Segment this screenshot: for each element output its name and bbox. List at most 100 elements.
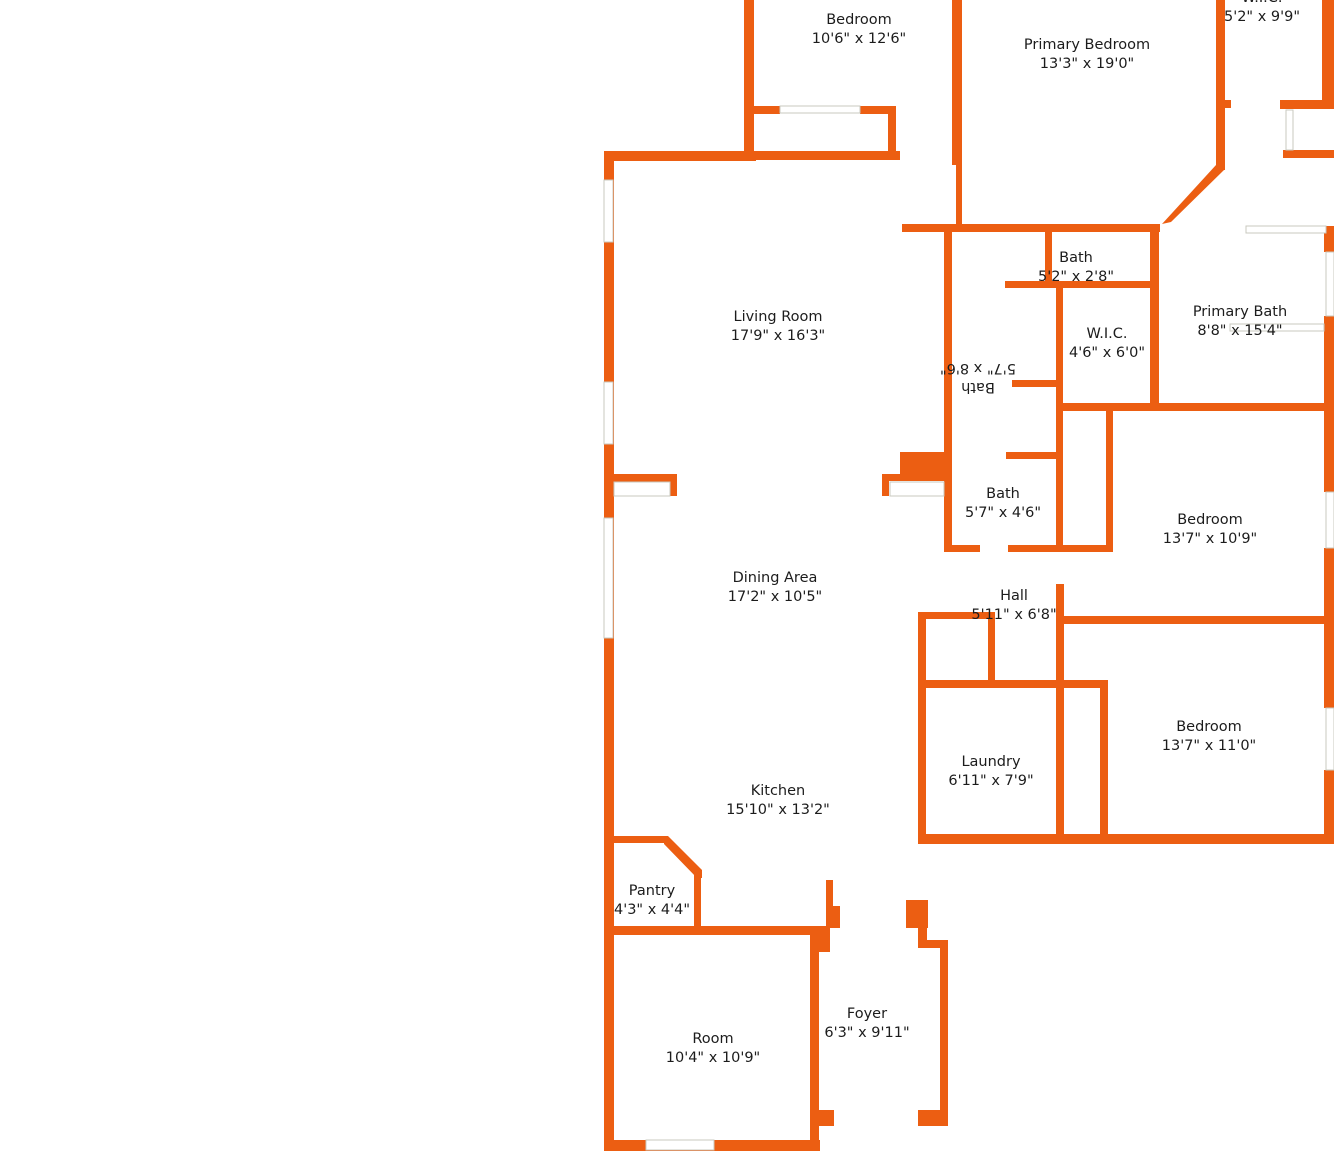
room-label-bath-small: Bath 5'2" x 2'8" [1038, 249, 1114, 287]
window [889, 481, 945, 497]
room-name: Bedroom [826, 12, 892, 28]
room-name: Primary Bath [1192, 304, 1288, 320]
room-label-bedroom-right-lower: Bedroom 13'7" x 11'0" [1162, 718, 1256, 756]
room-dimensions: 5'2" x 9'9" [1223, 9, 1301, 25]
room-label-bath-lower: Bath 5'7" x 4'6" [965, 485, 1041, 523]
wall [956, 160, 962, 228]
room-dimensions: 5'7" x 4'6" [964, 505, 1042, 521]
room-name: Bedroom [1176, 719, 1242, 735]
room-dimensions: 6'3" x 9'11" [824, 1025, 910, 1041]
wall [1150, 228, 1159, 408]
room-label-kitchen: Kitchen 15'10" x 13'2" [726, 782, 830, 820]
wall [918, 1110, 948, 1126]
wall [860, 106, 896, 114]
room-label-pantry: Pantry 4'3" x 4'4" [614, 882, 690, 920]
wall [604, 151, 614, 1151]
wall [1216, 0, 1225, 170]
room-name: Bath [1059, 250, 1093, 266]
room-dimensions: 8'8" x 15'4" [1197, 323, 1283, 339]
room-dimensions: 4'3" x 4'4" [613, 902, 691, 918]
wall [1162, 165, 1224, 224]
window [1245, 225, 1327, 234]
wall [744, 0, 754, 160]
wall [1005, 281, 1155, 288]
room-dimensions: 4'6" x 6'0" [1068, 345, 1146, 361]
windows [603, 105, 1334, 1151]
wall [1060, 616, 1334, 624]
room-label-living-room: Living Room 17'9" x 16'3" [731, 308, 825, 346]
room-dimensions: 10'6" x 12'6" [811, 31, 907, 47]
wall [952, 0, 962, 165]
wall [810, 1110, 834, 1126]
wall [882, 474, 946, 481]
room-name: Room [692, 1031, 734, 1047]
wall [1056, 286, 1063, 546]
room-dimensions: 6'11" x 7'9" [948, 773, 1034, 789]
room-label-bedroom-right-upper: Bedroom 13'7" x 10'9" [1163, 511, 1257, 549]
wall [810, 930, 819, 1150]
room-label-room: Room 10'4" x 10'9" [666, 1030, 760, 1068]
room-dimensions: 17'9" x 16'3" [730, 328, 826, 344]
wall [669, 474, 677, 496]
room-name: Hall [1000, 588, 1028, 604]
wall [1322, 0, 1334, 103]
room-label-wic-mid: W.I.C. 4'6" x 6'0" [1069, 325, 1145, 363]
wall [1283, 150, 1334, 158]
window [1325, 707, 1334, 771]
room-label-bedroom-top: Bedroom 10'6" x 12'6" [812, 11, 906, 49]
room-name: Laundry [961, 754, 1021, 770]
room-name: Bedroom [1177, 512, 1243, 528]
room-dimensions: 5'11" x 6'8" [971, 607, 1057, 623]
wall [918, 900, 927, 948]
wall [754, 106, 780, 114]
room-name: Living Room [733, 309, 823, 325]
wall [612, 474, 677, 482]
room-dimensions: 13'7" x 10'9" [1162, 531, 1258, 547]
wall [882, 474, 889, 496]
wall [944, 545, 980, 552]
wall [744, 151, 900, 160]
room-label-wic-top: W.I.C. 5'2" x 9'9" [1224, 0, 1300, 27]
wall [694, 872, 701, 932]
room-dimensions: 5'2" x 2'8" [1037, 269, 1115, 285]
room-label-bath-rotated: Bath 5'7" x 8'6" [940, 358, 1016, 396]
wall [1062, 403, 1334, 411]
wall [988, 612, 995, 684]
window [613, 481, 671, 497]
room-label-primary-bath: Primary Bath 8'8" x 15'4" [1193, 303, 1287, 341]
wall [1324, 226, 1334, 252]
room-label-foyer: Foyer 6'3" x 9'11" [824, 1005, 909, 1043]
room-label-hall: Hall 5'11" x 6'8" [971, 587, 1056, 625]
room-name: Bath [986, 486, 1020, 502]
room-name: W.I.C. [1086, 326, 1128, 342]
room-label-laundry: Laundry 6'11" x 7'9" [948, 753, 1033, 791]
wall [612, 836, 666, 843]
wall [1106, 408, 1113, 550]
wall [900, 452, 944, 476]
window [1285, 109, 1294, 151]
wall [918, 612, 926, 844]
wall [826, 906, 840, 928]
room-dimensions: 15'10" x 13'2" [726, 802, 830, 818]
room-label-dining-area: Dining Area 17'2" x 10'5" [728, 569, 822, 607]
room-name: Kitchen [750, 783, 806, 799]
wall [902, 224, 1160, 232]
room-name: Pantry [628, 883, 676, 899]
wall [826, 880, 833, 928]
wall [918, 940, 948, 948]
room-dimensions: 10'4" x 10'9" [665, 1050, 761, 1066]
room-name: Bath [961, 379, 995, 395]
wall [604, 926, 830, 935]
window [603, 179, 614, 243]
room-dimensions: 5'7" x 8'6" [939, 360, 1017, 376]
wall [1045, 228, 1052, 286]
wall [940, 940, 948, 1126]
wall [918, 680, 1108, 688]
room-dimensions: 17'2" x 10'5" [727, 589, 823, 605]
window [603, 381, 614, 445]
wall [1324, 548, 1334, 708]
wall [1012, 380, 1058, 387]
wall [1225, 100, 1231, 108]
wall [944, 228, 952, 548]
